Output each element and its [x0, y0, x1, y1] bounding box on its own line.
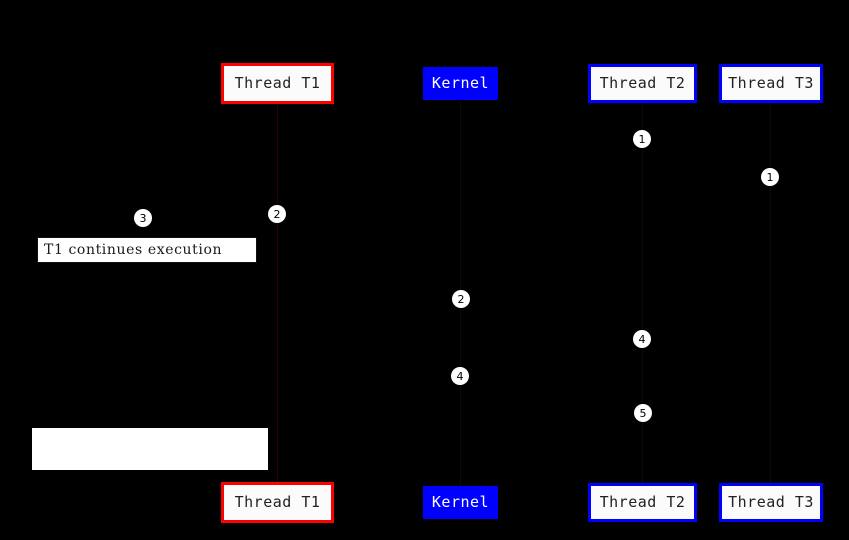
participant-label: Thread T3: [728, 74, 814, 92]
step-marker-5-thread-t2: 5: [634, 404, 652, 422]
step-marker-4-kernel: 4: [451, 367, 469, 385]
note-text: T1 continues execution: [44, 242, 223, 258]
step-marker-2-thread-t1: 2: [268, 205, 286, 223]
participant-label: Thread T2: [599, 493, 686, 511]
participant-thread-t3-top[interactable]: Thread T3: [719, 64, 823, 103]
participant-kernel-bottom[interactable]: Kernel: [423, 486, 498, 519]
lifeline-thread-t2: [642, 103, 643, 483]
participant-label: Kernel: [431, 74, 490, 92]
participant-thread-t2-top[interactable]: Thread T2: [588, 64, 697, 103]
step-marker-3-note-left: 3: [134, 209, 152, 227]
participant-label: Thread T1: [234, 74, 321, 92]
lifeline-thread-t3: [770, 103, 771, 483]
participant-label: Kernel: [431, 493, 490, 511]
participant-thread-t1-bottom[interactable]: Thread T1: [221, 482, 334, 523]
participant-label: Thread T2: [599, 74, 686, 92]
step-marker-2-kernel: 2: [452, 290, 470, 308]
participant-kernel-top[interactable]: Kernel: [423, 67, 498, 100]
participant-label: Thread T1: [234, 493, 321, 511]
step-marker-4-thread-t2: 4: [633, 330, 651, 348]
lifeline-thread-t1: [277, 104, 278, 482]
participant-thread-t3-bottom[interactable]: Thread T3: [719, 483, 823, 522]
empty-note-box: [32, 428, 268, 470]
step-marker-1-thread-t3: 1: [761, 168, 779, 186]
participant-thread-t1-top[interactable]: Thread T1: [221, 63, 334, 104]
step-marker-1-thread-t2: 1: [633, 130, 651, 148]
participant-label: Thread T3: [728, 493, 814, 511]
participant-thread-t2-bottom[interactable]: Thread T2: [588, 483, 697, 522]
t1-continues-note: T1 continues execution: [37, 237, 257, 263]
